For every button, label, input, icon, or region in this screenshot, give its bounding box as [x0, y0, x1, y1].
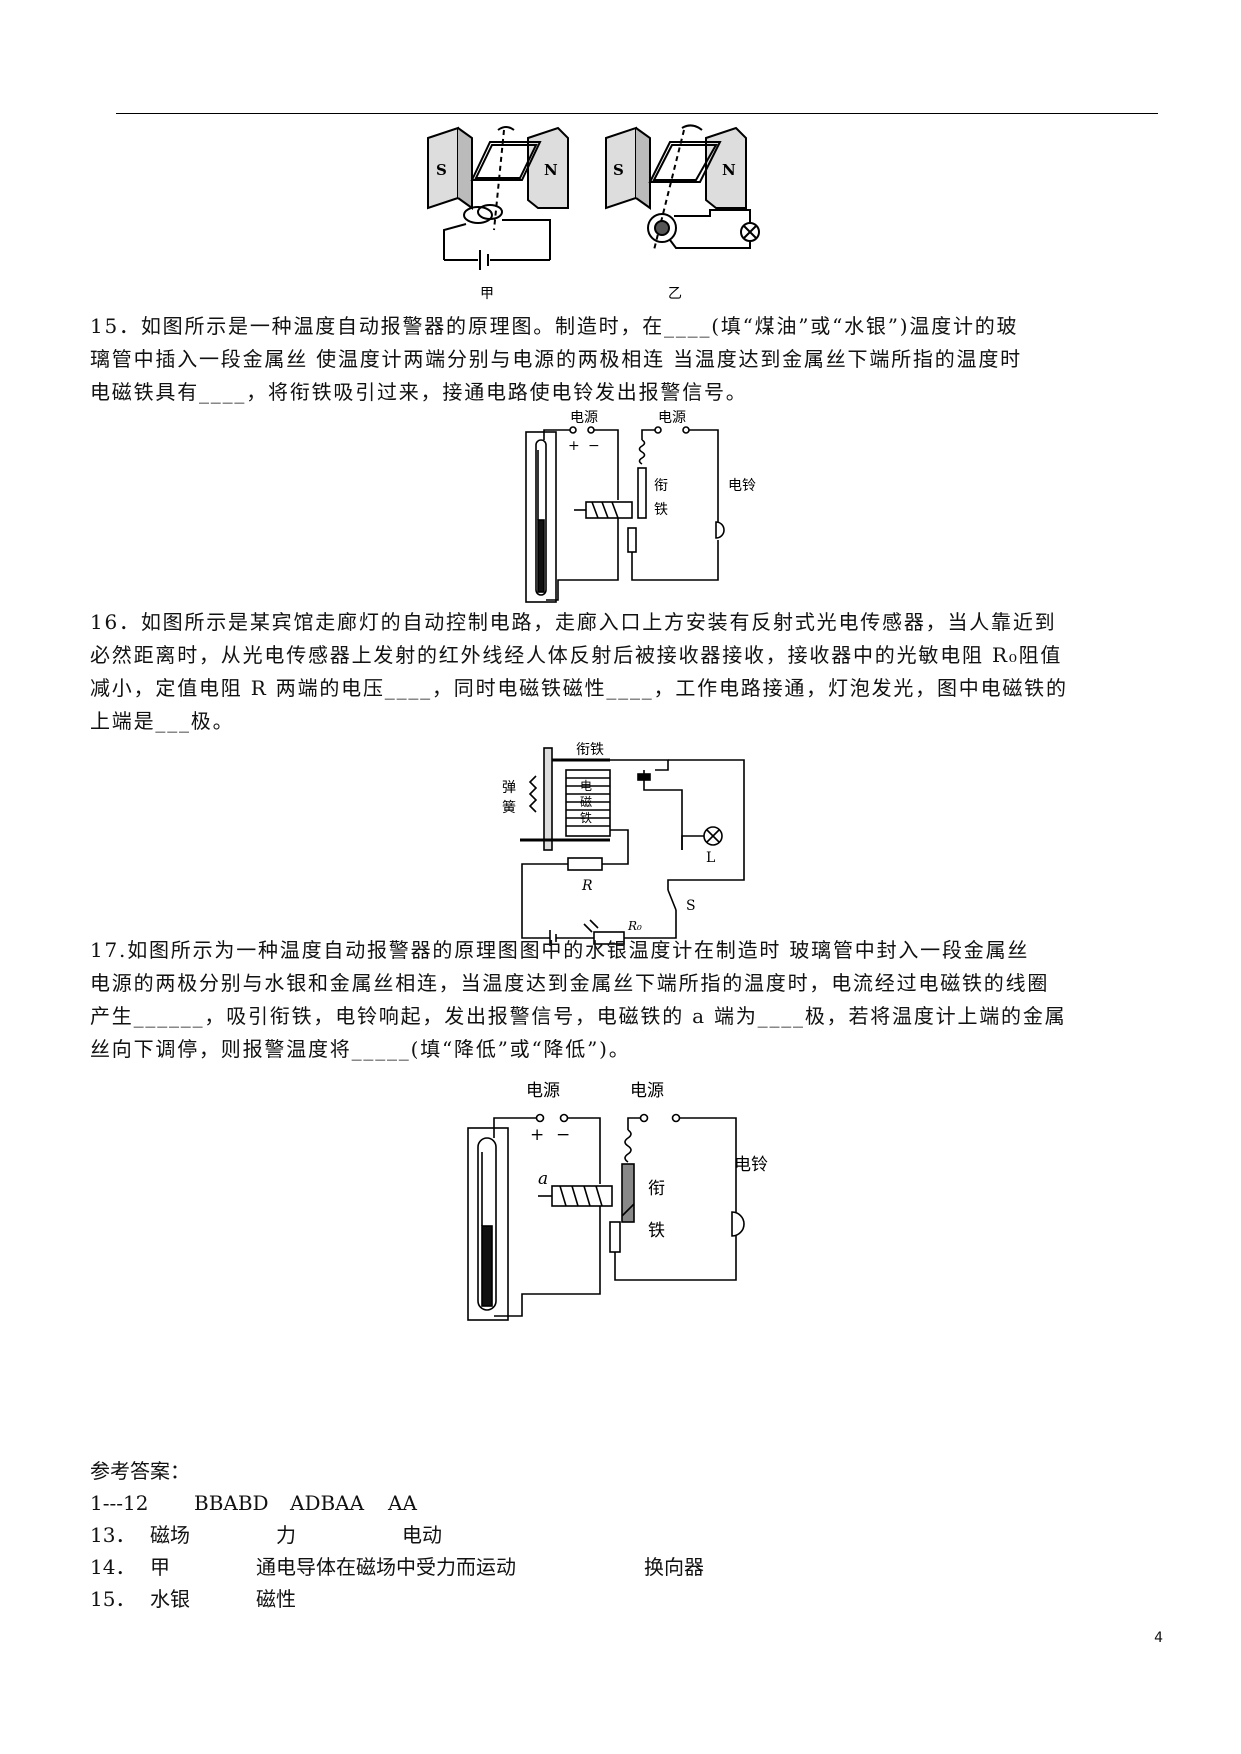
q15-power-label-2: 电源	[658, 410, 686, 426]
answer-cell: 电动	[402, 1523, 442, 1547]
q16-armature-label: 衔铁	[576, 742, 604, 758]
q15-plus-label: +	[568, 438, 580, 454]
q16-switch-label: S	[686, 898, 696, 914]
q17-line: 丝向下调停，则报警温度将_____(填“降低”或“降低”)。	[90, 1037, 631, 1061]
q16-spring-label-1: 弹	[502, 780, 516, 796]
magnet-s-label-a: S	[436, 161, 447, 179]
q17-plus-label: +	[530, 1125, 544, 1145]
q16-line: 16．如图所示是某宾馆走廊灯的自动控制电路，走廊入口上方安装有反射式光电传感器，…	[90, 610, 1057, 634]
answer-number: 14．	[90, 1555, 136, 1579]
magnet-s-label-b: S	[613, 161, 624, 179]
answer-number: 13．	[90, 1523, 136, 1547]
q17-line: 17.如图所示为一种温度自动报警器的原理图图中的水银温度计在制造时 玻璃管中封入…	[90, 938, 1030, 962]
q15-line: 璃管中插入一段金属丝 使温度计两端分别与电源的两极相连 当温度达到金属丝下端所指…	[90, 347, 1022, 371]
answer-cell: 力	[276, 1523, 296, 1547]
page-number: 4	[1154, 1630, 1163, 1646]
q15-line: 电磁铁具有____，将衔铁吸引过来，接通电路使电铃发出报警信号。	[90, 380, 748, 404]
q16-line: 上端是___极。	[90, 709, 235, 733]
q16-em-label-2: 磁	[580, 794, 592, 809]
q15-minus-label: −	[588, 438, 600, 454]
answers-title: 参考答案：	[90, 1459, 190, 1483]
answer-cell: 水银	[150, 1587, 190, 1611]
q15-bell-label: 电铃	[728, 478, 756, 494]
q16-line: 必然距离时，从光电传感器上发射的红外线经人体反射后被接收器接收，接收器中的光敏电…	[90, 643, 1063, 667]
figure-q16-corridor-light: 衔铁 弹 簧 电 磁 铁 R R₀ S L	[500, 740, 750, 950]
q17-armature-label-2: 铁	[648, 1221, 665, 1241]
q15-armature-label-1: 衔	[654, 478, 668, 494]
answer-row: 1---12 BBABD ADBAA AA	[90, 1487, 417, 1519]
q15-armature-label-2: 铁	[654, 502, 668, 518]
q15-power-label-1: 电源	[570, 410, 598, 426]
question-17: 17.如图所示为一种温度自动报警器的原理图图中的水银温度计在制造时 玻璃管中封入…	[90, 934, 1160, 1066]
answer-cell: 磁场	[150, 1523, 190, 1547]
figure-q15-alarm: 电源 电源 + − 衔 铁 电铃	[518, 410, 788, 610]
q16-resistor-r0-label: R₀	[627, 919, 642, 933]
q17-armature-label-1: 衔	[648, 1179, 665, 1199]
q17-bell-label: 电铃	[734, 1155, 768, 1175]
figure-q17-alarm: 电源 电源 + − a 衔 铁 电铃	[466, 1066, 786, 1326]
q17-a-end-label: a	[538, 1169, 548, 1189]
answer-cell: AA	[388, 1491, 417, 1515]
answer-cell: BBABD	[194, 1491, 269, 1515]
answer-cell: 通电导体在磁场中受力而运动	[256, 1555, 516, 1579]
magnet-n-label-a: N	[544, 161, 558, 179]
header-rule	[116, 113, 1158, 114]
answer-cell: 甲	[150, 1555, 170, 1579]
q15-line: 15．如图所示是一种温度自动报警器的原理图。制造时，在____(填“煤油”或“水…	[90, 314, 1019, 338]
answer-row: 14． 甲 通电导体在磁场中受力而运动 换向器	[90, 1551, 704, 1583]
question-16: 16．如图所示是某宾馆走廊灯的自动控制电路，走廊入口上方安装有反射式光电传感器，…	[90, 606, 1160, 738]
answer-number: 15．	[90, 1587, 136, 1611]
q17-line: 电源的两极分别与水银和金属丝相连，当温度达到金属丝下端所指的温度时，电流经过电磁…	[90, 971, 1050, 995]
q16-resistor-r-label: R	[581, 878, 593, 894]
q17-line: 产生______，吸引衔铁，电铃响起，发出报警信号，电磁铁的 a 端为____极…	[90, 1004, 1067, 1028]
q16-spring-label-2: 簧	[502, 800, 516, 816]
answer-number: 1---12	[90, 1491, 149, 1515]
answer-row: 13． 磁场 力 电动	[90, 1519, 442, 1551]
figure-motor-generator: S N S N 甲 乙	[420, 120, 840, 310]
answer-cell: 磁性	[256, 1587, 296, 1611]
question-15: 15．如图所示是一种温度自动报警器的原理图。制造时，在____(填“煤油”或“水…	[90, 310, 1160, 409]
answer-cell: 换向器	[644, 1555, 704, 1579]
q16-lamp-label: L	[706, 850, 715, 866]
q16-em-label-1: 电	[580, 779, 592, 793]
q17-power-label-1: 电源	[526, 1081, 560, 1101]
q16-line: 减小，定值电阻 R 两端的电压____，同时电磁铁磁性____，工作电路接通，灯…	[90, 676, 1068, 700]
q16-em-label-3: 铁	[580, 811, 592, 825]
q17-minus-label: −	[556, 1125, 570, 1145]
figure-label-jia: 甲	[480, 286, 494, 302]
answer-cell: ADBAA	[290, 1491, 365, 1515]
answer-row: 15． 水银 磁性	[90, 1583, 296, 1615]
q17-power-label-2: 电源	[630, 1081, 664, 1101]
figure-label-yi: 乙	[668, 286, 682, 302]
magnet-n-label-b: N	[722, 161, 736, 179]
